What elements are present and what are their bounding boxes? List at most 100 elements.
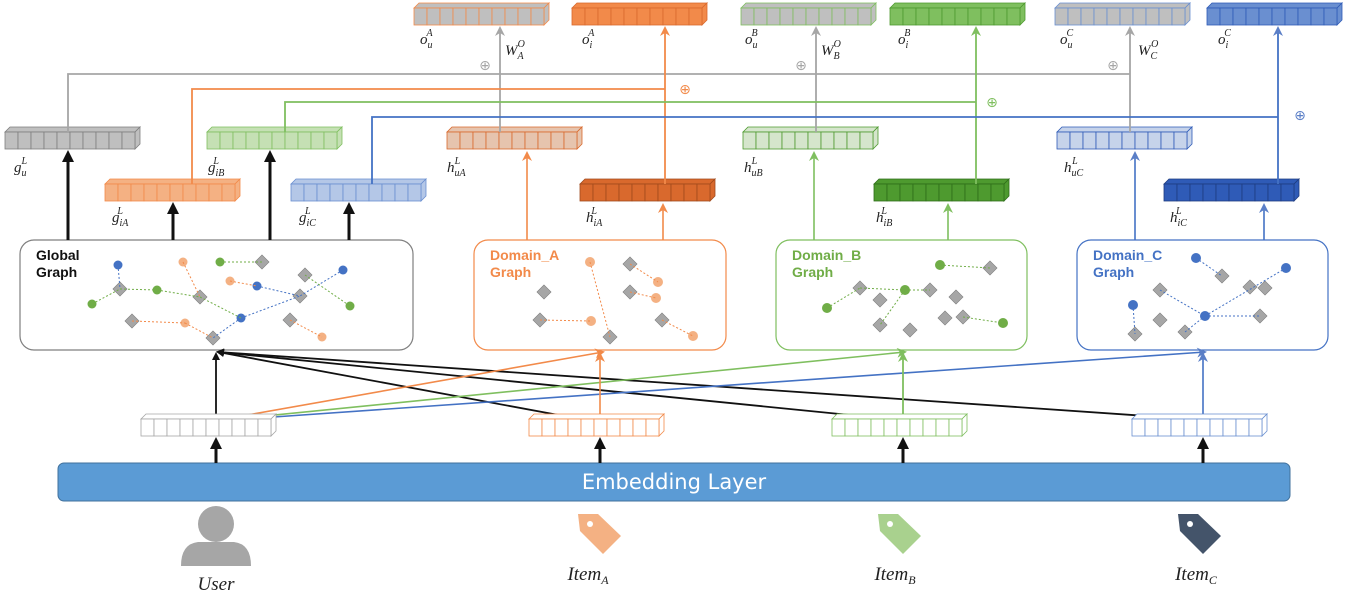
o-ic-vector-cell (1258, 7, 1273, 26)
item-c-label: ItemC (1174, 564, 1218, 587)
o-ib-vector-cell (954, 7, 969, 26)
label-o-ub: ouB (745, 28, 758, 51)
label-h-uc: huCL (1064, 156, 1084, 179)
h-ic-vector-cell (1215, 183, 1230, 202)
o-ub-vector-cell (792, 7, 807, 26)
g-u-vector (4, 126, 141, 150)
h-ub-vector-cell (755, 131, 770, 150)
domain-c-item-node (1257, 280, 1273, 296)
domain-b-item-node (872, 292, 888, 308)
user-icon (181, 506, 251, 566)
domain-c-item-node (1214, 268, 1230, 284)
o-ic-vector-top (1206, 2, 1343, 9)
h-uc-vector-cell (1134, 131, 1149, 150)
domain-b-item-node (948, 289, 964, 305)
domain-a-edge (629, 291, 657, 299)
item-a-embedding-vector-cell (580, 418, 595, 437)
o-ib-vector-cell (928, 7, 943, 26)
h-ic-vector-cell (1163, 183, 1178, 202)
domain-b-graph-box: Domain_B Graph (775, 239, 1028, 351)
o-ub-vector-cell (818, 7, 833, 26)
o-ia-vector (571, 2, 708, 26)
edge-user-domain-b (234, 347, 907, 420)
label-o-ib: oiB (898, 28, 910, 51)
g-u-vector-cell (108, 131, 123, 150)
item-b-embedding-vector-cell (948, 418, 963, 437)
domain-c-item-node (1152, 312, 1168, 328)
o-ib-vector-cell (902, 7, 917, 26)
g-u-vector-cell (82, 131, 97, 150)
item-b-label: ItemB (873, 564, 916, 587)
domain-b-edge (879, 289, 906, 326)
item-a-embedding-vector-cell (632, 418, 647, 437)
o-uc-vector-cell (1132, 7, 1147, 26)
global-edge (182, 261, 201, 298)
edge-user-domain-c (244, 347, 1207, 420)
item-c-embedding-vector (1131, 413, 1268, 437)
domain-c-edge (1132, 304, 1136, 335)
domain-c-edge (1159, 289, 1206, 317)
label-h-ib: hiBL (876, 206, 892, 229)
item-a-embedding-vector-cell (554, 418, 569, 437)
item-a-embedding-vector-cell (567, 418, 582, 437)
o-ib-vector-cell (980, 7, 995, 26)
item-b-embedding-vector-cell (870, 418, 885, 437)
item-b-embedding-vector-cell (896, 418, 911, 437)
h-ub-vector-cell (768, 131, 783, 150)
global-item-node (205, 330, 221, 346)
label-g-ic: giCL (299, 206, 316, 229)
global-edge (229, 280, 258, 287)
h-ib-vector-cell (964, 183, 979, 202)
user-embedding-vector-cell (244, 418, 259, 437)
o-ua-vector-cell (413, 7, 428, 26)
h-ia-vector (579, 178, 716, 202)
h-uc-vector-cell (1069, 131, 1084, 150)
o-ua-vector-top (413, 2, 550, 9)
h-ua-vector-cell (524, 131, 539, 150)
g-ib-vector-cell (206, 131, 221, 150)
o-ia-vector-cell (649, 7, 664, 26)
item-a-input: ItemA (566, 514, 621, 587)
g-ib-vector-cell (297, 131, 312, 150)
domain-c-edge (1195, 257, 1223, 277)
global-edge (156, 289, 201, 298)
domain-c-graph-box: Domain_C Graph (1076, 239, 1329, 351)
domain-c-graph-title-2: Graph (1093, 264, 1134, 280)
g-ic-vector-cell (329, 183, 344, 202)
item-c-embedding-vector-cell (1170, 418, 1185, 437)
o-ua-vector-cell (504, 7, 519, 26)
domain-b-edge (939, 264, 991, 269)
h-uc-vector-cell (1173, 131, 1188, 150)
vector-labels: guL giAL giBL giCL huAL hiAL huBL hiBL h… (14, 28, 1231, 229)
h-ua-vector-cell (498, 131, 513, 150)
g-ic-vector-cell (342, 183, 357, 202)
user-embedding-vector-cell (218, 418, 233, 437)
h-ic-vector-cell (1241, 183, 1256, 202)
domain-b-item-node (982, 260, 998, 276)
o-ia-vector-cell (584, 7, 599, 26)
h-ub-vector-cell (820, 131, 835, 150)
user-input: User (181, 506, 251, 595)
domain-a-edge (661, 319, 694, 337)
item-a-embedding-vector-cell (645, 418, 660, 437)
item-a-embedding-vector-cell (606, 418, 621, 437)
label-g-ib: giBL (208, 156, 224, 179)
h-ua-vector-cell (459, 131, 474, 150)
g-u-vector-cell (4, 131, 19, 150)
label-o-ia: oiA (582, 28, 595, 51)
domain-b-edge (859, 287, 906, 291)
domain-a-edge (539, 319, 592, 322)
global-edge (256, 285, 301, 297)
o-ub-vector-cell (844, 7, 859, 26)
g-ib-vector-cell (219, 131, 234, 150)
o-ub-vector-cell (831, 7, 846, 26)
o-ub-vector-cell (766, 7, 781, 26)
h-ic-vector-cell (1228, 183, 1243, 202)
embedding-layer-label: Embedding Layer (582, 470, 767, 494)
item-c-embedding-vector-cell (1222, 418, 1237, 437)
o-ic-vector-cell (1245, 7, 1260, 26)
h-ua-vector-cell (472, 131, 487, 150)
item-b-embedding-vector (831, 413, 968, 437)
item-c-embedding-vector-cell (1209, 418, 1224, 437)
item-b-embedding-vector-cell (922, 418, 937, 437)
